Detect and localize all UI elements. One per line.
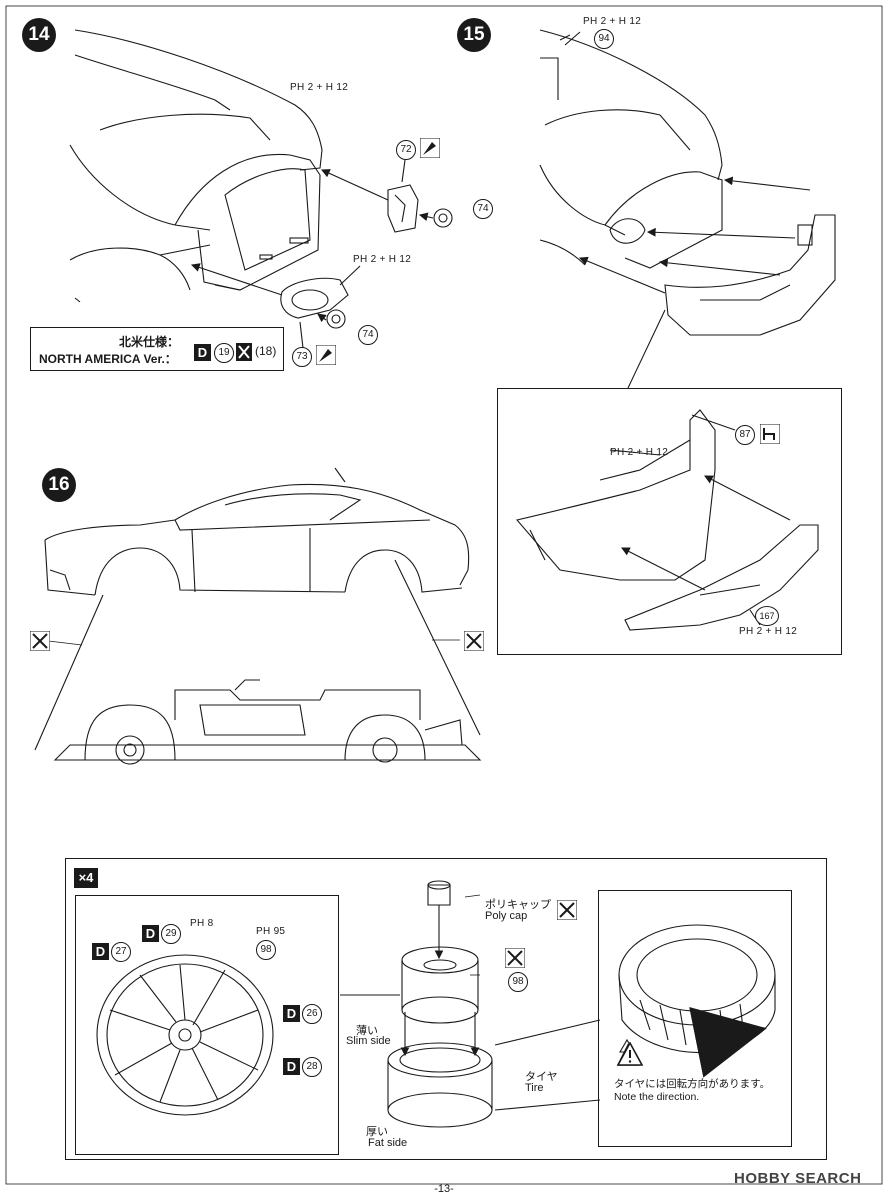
tire-label-jp: タイヤ bbox=[525, 1071, 558, 1083]
step15-bumper bbox=[664, 214, 836, 336]
step-15-number: 15 bbox=[457, 18, 491, 52]
page-number: -13- bbox=[434, 1183, 454, 1195]
glue-tool-icon bbox=[464, 631, 484, 651]
step15-car-rear bbox=[539, 29, 723, 269]
direction-note-jp: タイヤには回転方向があります。 bbox=[614, 1078, 771, 1090]
polycap-label-jp: ポリキャップ bbox=[485, 899, 551, 911]
step15-paint-top: PH 2 + H 12 bbox=[583, 16, 642, 27]
part-74-callout: 74 bbox=[473, 199, 493, 219]
part-29-callout: 29 bbox=[161, 924, 181, 944]
polycap-label-en: Poly cap bbox=[485, 910, 528, 922]
tire-direction-frame bbox=[598, 890, 792, 1147]
paint-ph95-label: PH 95 bbox=[256, 926, 286, 937]
part-72-callout: 72 bbox=[396, 140, 416, 160]
tire-label-en: Tire bbox=[525, 1082, 544, 1094]
glue-icon bbox=[420, 138, 440, 158]
no-glue-icon bbox=[557, 900, 577, 920]
glue-icon bbox=[316, 345, 336, 365]
part-tree-d-badge: D bbox=[142, 925, 159, 942]
step14-arrows bbox=[190, 159, 434, 349]
step14-car-rear bbox=[69, 29, 323, 303]
step15-arrows bbox=[564, 31, 811, 294]
cut-icon bbox=[236, 343, 252, 361]
step15-detail-arrows bbox=[609, 414, 791, 626]
slim-side-label-en: Slim side bbox=[346, 1035, 391, 1047]
step-14-number: 14 bbox=[22, 18, 56, 52]
fat-side-label-en: Fat side bbox=[368, 1137, 408, 1149]
step14-parts bbox=[280, 184, 453, 329]
north-america-label-en: NORTH AMERICA Ver.： bbox=[39, 352, 177, 366]
wheel-inner-frame bbox=[75, 895, 339, 1155]
part-98-callout-b: 98 bbox=[508, 972, 528, 992]
part-tree-d-badge: D bbox=[283, 1005, 300, 1022]
tire-drawing bbox=[387, 1042, 493, 1128]
wheel-drawing bbox=[96, 954, 274, 1116]
slim-side-label-jp: 薄い bbox=[356, 1025, 378, 1037]
multiplier-badge: ×4 bbox=[74, 868, 98, 888]
watermark: HOBBY SEARCH bbox=[734, 1170, 862, 1187]
step14-paint-top: PH 2 + H 12 bbox=[290, 82, 349, 93]
north-america-box: 北米仕様： NORTH AMERICA Ver.： D 19 (18) bbox=[30, 327, 284, 371]
direction-note-en: Note the direction. bbox=[614, 1091, 700, 1103]
step16-chassis bbox=[53, 679, 482, 765]
north-america-label-jp: 北米仕様： bbox=[119, 335, 180, 349]
rim-drawing bbox=[400, 946, 480, 1057]
polycap-drawing bbox=[427, 880, 451, 960]
step-16-number: 16 bbox=[42, 468, 76, 502]
part-26-callout: 26 bbox=[302, 1004, 322, 1024]
wheel-section-frame bbox=[65, 858, 827, 1160]
part-tree-d-badge: D bbox=[92, 943, 109, 960]
step15-detail-bumper bbox=[515, 409, 819, 631]
step14-paint-mid: PH 2 + H 12 bbox=[353, 254, 412, 265]
glue-tool-icon bbox=[30, 631, 50, 651]
part-18-ref: (18) bbox=[255, 344, 277, 358]
step15-detail-frame bbox=[497, 388, 842, 655]
part-167-callout: 167 bbox=[755, 606, 779, 626]
step16-car-side bbox=[44, 467, 470, 596]
fat-side-label-jp: 厚い bbox=[366, 1126, 388, 1138]
paint-icon bbox=[760, 424, 780, 444]
part-28-callout: 28 bbox=[302, 1057, 322, 1077]
part-tree-d-badge: D bbox=[194, 344, 211, 361]
part-73-callout: 73 bbox=[292, 347, 312, 367]
part-94-callout: 94 bbox=[594, 29, 614, 49]
part-87-callout: 87 bbox=[735, 425, 755, 445]
step15-paint-bumper: PH 2 + H 12 bbox=[610, 447, 669, 458]
part-98-callout: 98 bbox=[256, 940, 276, 960]
part-tree-d-badge: D bbox=[283, 1058, 300, 1075]
warning-icon bbox=[617, 1042, 643, 1066]
part-27-callout: 27 bbox=[111, 942, 131, 962]
no-glue-icon bbox=[505, 948, 525, 968]
paint-ph8-label: PH 8 bbox=[190, 918, 214, 929]
part-19-callout: 19 bbox=[214, 343, 234, 363]
part-74-callout-b: 74 bbox=[358, 325, 378, 345]
step15-paint-diffuser: PH 2 + H 12 bbox=[739, 626, 798, 637]
